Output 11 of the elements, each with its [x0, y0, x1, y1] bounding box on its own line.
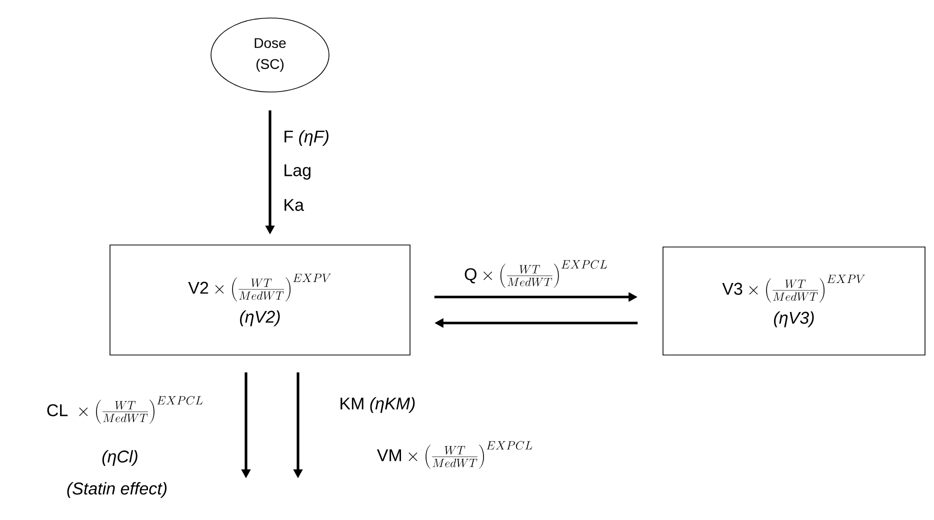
edge-label: KM (ηKM) — [340, 397, 415, 413]
compartment-box: $\mathrm{V3}\times\left(\frac{WT}{MedWT}\right)^{EXPV}$ (ηV3) — [662, 246, 926, 356]
edge-label: $\mathrm{CL}\ \times\left(\frac{WT}{MedWT}\right)^{EXPCL}$ — [47, 396, 203, 424]
parameter-label: Ka — [284, 199, 304, 211]
parameter-label: Lag — [284, 164, 310, 180]
compartment-box: $\mathrm{V2}\times\left(\frac{WT}{MedWT}\right)^{EXPV}$ (ηV2) — [110, 244, 410, 356]
parameter-label: (Statin effect) — [67, 482, 167, 498]
parameter-label: (ηCl) — [102, 450, 138, 466]
edge-label: F (ηF) — [284, 130, 328, 146]
parameter-label: $\mathrm{VM}\times\left(\frac{WT}{MedWT}\right)^{EXPCL}$ — [376, 440, 532, 469]
edge-label: $\mathrm{Q}\times\left(\frac{WT}{MedWT}\right)^{EXPCL}$ — [464, 260, 608, 288]
